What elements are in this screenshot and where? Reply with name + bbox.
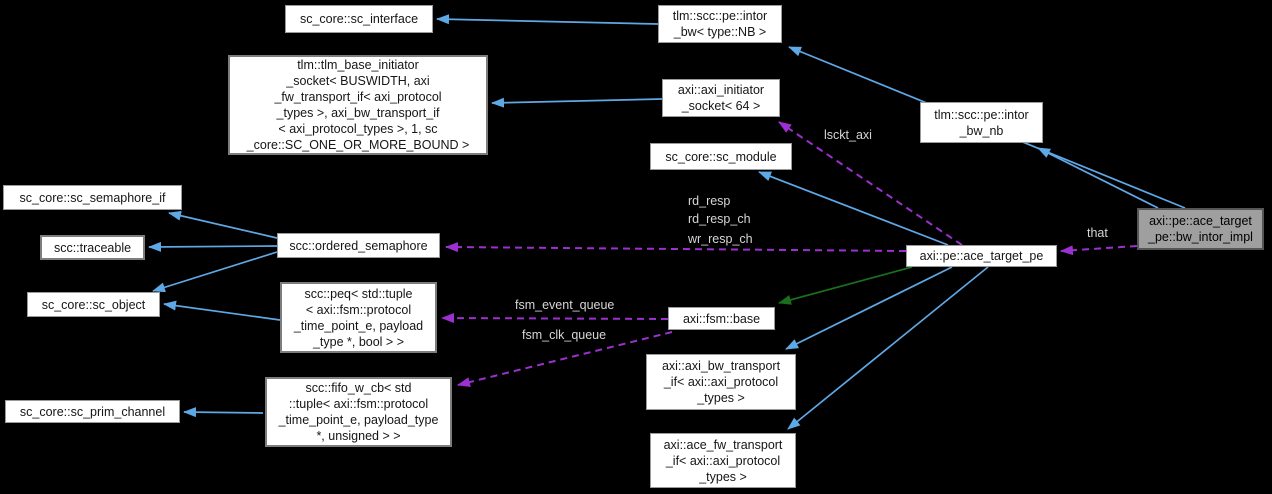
node-tlm-scc-pe-intor-bw-type-nb[interactable]: tlm::scc::pe::intor _bw< type::NB > <box>658 5 782 43</box>
node-sc-core-sc-prim-channel[interactable]: sc_core::sc_prim_channel <box>5 400 180 423</box>
edge-ordered-semaphore-to-sc-semaphore-if <box>168 210 278 239</box>
edge-ordered-semaphore-to-traceable <box>148 241 278 252</box>
node-axi-ace-fw-transport-if[interactable]: axi::ace_fw_transport _if< axi::axi_prot… <box>650 433 796 488</box>
edge-intor-bw-type-nb-to-sc-interface <box>436 14 659 25</box>
edge-bw-intor-impl-to-intor-bw-nb <box>1037 147 1159 209</box>
node-sc-core-sc-module[interactable]: sc_core::sc_module <box>650 143 792 170</box>
node-sc-core-sc-interface[interactable]: sc_core::sc_interface <box>285 5 433 33</box>
edge-label-wr-resp-ch: wr_resp_ch <box>688 232 753 246</box>
edge-fifo-w-cb-to-sc-prim-channel <box>183 407 264 418</box>
edge-axi-initiator-socket-to-tlm-base-initiator-socket <box>491 97 663 108</box>
edge-label-rd-resp: rd_resp <box>688 194 731 208</box>
node-scc-traceable[interactable]: scc::traceable <box>40 235 145 260</box>
edge-ordered-semaphore-to-sc-object <box>152 251 278 293</box>
node-axi-pe-ace-target-pe[interactable]: axi::pe::ace_target_pe <box>906 245 1057 267</box>
node-sc-core-sc-object[interactable]: sc_core::sc_object <box>27 292 160 317</box>
edge-ace-target-pe-to-ordered-semaphore <box>445 242 907 253</box>
edge-peq-to-sc-object <box>163 300 281 321</box>
node-tlm-scc-pe-intor-bw-nb[interactable]: tlm::scc::pe::intor _bw_nb <box>920 102 1043 143</box>
node-sc-core-sc-semaphore-if[interactable]: sc_core::sc_semaphore_if <box>3 185 182 210</box>
node-tlm-base-initiator-socket[interactable]: tlm::tlm_base_initiator _socket< BUSWIDT… <box>228 55 488 155</box>
edge-label-lsckt-axi: lsckt_axi <box>824 128 872 142</box>
edge-label-fsm-clk-queue: fsm_clk_queue <box>522 328 607 342</box>
edge-label-fsm-event-queue: fsm_event_queue <box>515 298 615 312</box>
edge-bw-intor-impl-to-ace-target-pe <box>1060 245 1138 256</box>
node-axi-fsm-base[interactable]: axi::fsm::base <box>668 307 775 330</box>
node-scc-fifo-w-cb[interactable]: scc::fifo_w_cb< std ::tuple< axi::fsm::p… <box>265 377 452 447</box>
edge-ace-target-pe-to-ace-fw-transport-if <box>787 266 989 430</box>
node-scc-ordered-semaphore[interactable]: scc::ordered_semaphore <box>277 233 440 258</box>
edge-ace-target-pe-to-fsm-base <box>778 266 913 305</box>
node-axi-pe-ace-target-pe-bw-intor-impl[interactable]: axi::pe::ace_target _pe::bw_intor_impl <box>1137 208 1264 250</box>
node-scc-peq[interactable]: scc::peq< std::tuple < axi::fsm::protoco… <box>280 282 437 353</box>
edge-ace-target-pe-to-sc-module <box>758 171 949 246</box>
node-axi-axi-bw-transport-if[interactable]: axi::axi_bw_transport _if< axi::axi_prot… <box>646 354 796 410</box>
edge-label-rd-resp-ch: rd_resp_ch <box>688 212 751 226</box>
edge-fsm-base-to-peq <box>441 313 669 324</box>
edge-ace-target-pe-to-axi-bw-transport-if <box>785 266 953 350</box>
edge-label-that: that <box>1087 226 1108 240</box>
node-axi-axi-initiator-socket-64[interactable]: axi::axi_initiator _socket< 64 > <box>662 79 780 117</box>
